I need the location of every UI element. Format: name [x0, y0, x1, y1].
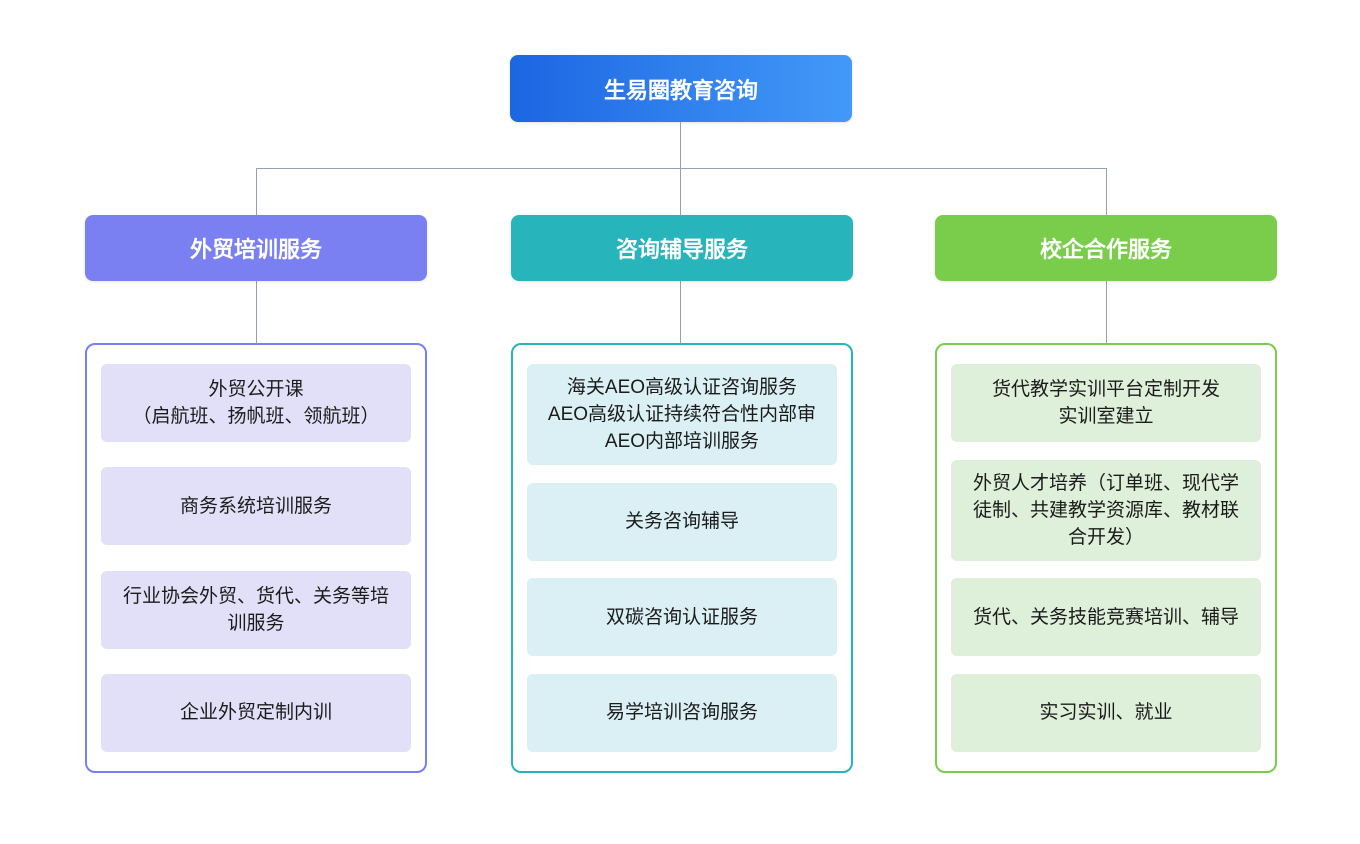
service-item: 外贸人才培养（订单班、现代学徒制、共建教学资源库、教材联合开发）: [951, 459, 1261, 561]
connector-branch-3-drop: [1106, 168, 1107, 215]
service-item: 货代、关务技能竞赛培训、辅导: [951, 578, 1261, 657]
service-item: 关务咨询辅导: [527, 482, 837, 561]
connector-root-stem: [680, 122, 681, 168]
service-item: 外贸公开课 （启航班、扬帆班、领航班）: [101, 364, 411, 442]
connector-branch-1-panel-stem: [256, 281, 257, 343]
branch-header-foreign-trade-training: 外贸培训服务: [85, 215, 427, 281]
branch-header-label: 咨询辅导服务: [615, 237, 748, 262]
branch-header-consulting-coaching: 咨询辅导服务: [511, 215, 853, 281]
service-item: 货代教学实训平台定制开发 实训室建立: [951, 364, 1261, 442]
service-item: 商务系统培训服务: [101, 467, 411, 546]
service-item: 实习实训、就业: [951, 673, 1261, 752]
branch-header-school-enterprise: 校企合作服务: [935, 215, 1277, 281]
branch-panel-school-enterprise: 货代教学实训平台定制开发 实训室建立 外贸人才培养（订单班、现代学徒制、共建教学…: [935, 343, 1277, 773]
root-node-label: 生易圈教育咨询: [603, 77, 758, 103]
service-item: 企业外贸定制内训: [101, 673, 411, 752]
service-item: 双碳咨询认证服务: [527, 578, 837, 657]
branch-panel-consulting-coaching: 海关AEO高级认证咨询服务 AEO高级认证持续符合性内部审 AEO内部培训服务 …: [511, 343, 853, 773]
connector-branch-2-drop: [680, 168, 681, 215]
connector-branch-3-panel-stem: [1106, 281, 1107, 343]
connector-horizontal-rail: [256, 168, 1106, 169]
branch-header-label: 校企合作服务: [1039, 237, 1172, 262]
connector-branch-2-panel-stem: [680, 281, 681, 343]
branch-panel-foreign-trade-training: 外贸公开课 （启航班、扬帆班、领航班） 商务系统培训服务 行业协会外贸、货代、关…: [85, 343, 427, 773]
connector-branch-1-drop: [256, 168, 257, 215]
service-item: 海关AEO高级认证咨询服务 AEO高级认证持续符合性内部审 AEO内部培训服务: [527, 364, 837, 465]
service-item: 易学培训咨询服务: [527, 673, 837, 752]
root-node: 生易圈教育咨询: [510, 55, 852, 122]
service-item: 行业协会外贸、货代、关务等培训服务: [101, 570, 411, 649]
branch-header-label: 外贸培训服务: [189, 237, 322, 262]
